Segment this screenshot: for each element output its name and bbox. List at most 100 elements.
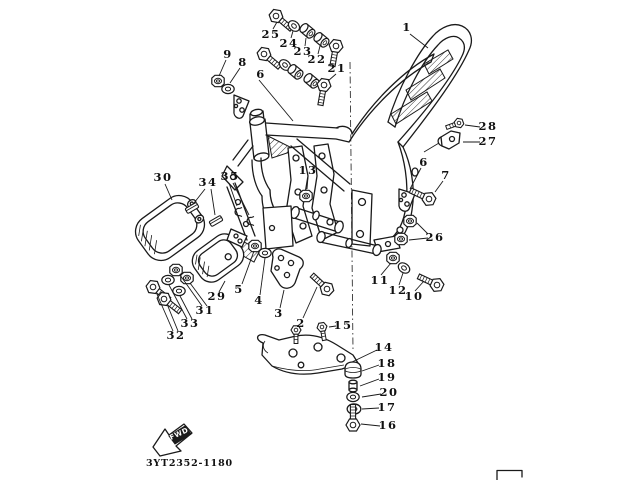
leader-line [241,250,255,285]
part-washer-24 [285,17,303,35]
callout-17: 17 [377,400,396,414]
leader-line [464,124,481,128]
callout-15: 15 [333,318,352,332]
callout-34: 34 [198,175,217,189]
leader-line [155,291,174,332]
page-corner-mark [496,469,523,480]
callout-21: 21 [327,61,346,75]
part-nut-26b [394,232,408,246]
leader-line [414,280,425,292]
part-washer-20 [346,391,360,403]
callout-10: 10 [404,289,423,303]
callout-29: 29 [207,289,226,303]
leader-line [359,378,380,387]
leader-line [361,407,380,410]
leader-line [416,222,429,235]
callout-6: 6 [419,155,429,169]
leader-line [193,188,206,204]
cable-clamp-27 [423,130,461,153]
leader-line [351,349,378,363]
number-plate [262,205,294,250]
leader-line [189,282,208,307]
leader-line [327,73,337,82]
leader-line [409,33,429,49]
leader-line [304,37,307,47]
callout-33: 33 [180,316,199,330]
rack-slat [423,49,454,75]
callout-27: 27 [478,134,497,148]
leader-line [258,79,294,122]
skid-plate-14 [256,325,359,375]
callout-5: 5 [234,282,244,296]
leader-line [232,182,250,216]
part-nut-13 [299,189,313,203]
callout-22: 22 [307,52,326,66]
leader-line [228,182,238,207]
leader-line [272,21,278,30]
leader-line [279,289,285,309]
leader-line [328,325,337,328]
leader-line [306,176,309,190]
leader-line [229,67,241,84]
leader-line [302,286,318,319]
steering-head-and-backbone [248,108,353,162]
damper-stack [344,361,362,432]
callout-13: 13 [298,163,317,177]
part-nut-26a [403,214,417,228]
callout-14: 14 [374,340,393,354]
assembly-centerline [349,61,354,351]
part-clip-35b [246,215,255,227]
rack-slat [405,68,446,101]
part-washer-4 [258,247,272,259]
leader-line [179,274,203,307]
part-washer-33a [161,274,175,286]
callout-16: 16 [378,418,397,432]
fwd-arrow: FWD [152,423,193,457]
part-nut-31a [169,263,183,277]
engine-bracket-left-6 [233,94,250,119]
plate-hole [268,224,276,232]
callout-23: 23 [293,44,312,58]
leader-line [168,284,188,320]
leader-line [434,180,444,193]
leader-line [218,59,227,77]
callout-9: 9 [223,47,233,61]
callout-7: 7 [441,168,451,182]
leader-line [164,183,173,201]
part-washer-8 [221,83,235,95]
leader-line [179,295,193,320]
leader-line [360,423,381,427]
callout-18: 18 [377,356,396,370]
callout-26: 26 [425,230,444,244]
leader-line [166,303,179,332]
rack-slat [390,91,433,125]
leader-line [210,188,216,216]
callout-6: 6 [256,67,266,81]
part-damper-34b [208,214,224,228]
leader-line [259,257,266,296]
rear-rack-loop [348,23,473,148]
leader-line [361,393,382,398]
leader-line [361,364,380,372]
leader-line [380,262,392,276]
callout-19: 19 [377,370,396,384]
leader-line [408,237,429,241]
callout-3: 3 [274,306,284,320]
cover-mount-tab [226,228,248,248]
callout-8: 8 [238,55,248,69]
callout-2: 2 [296,316,306,330]
callout-30: 30 [153,170,172,184]
callout-32: 32 [166,328,185,342]
callout-31: 31 [195,303,214,317]
callout-35: 35 [220,169,239,183]
leader-line [290,30,294,39]
drawing-number: 3YT2352-1180 [146,458,233,469]
part-nut-9 [211,74,225,88]
engine-bracket-lower-3 [270,248,304,289]
callout-24: 24 [279,36,298,50]
callout-4: 4 [254,293,264,307]
callout-20: 20 [379,385,398,399]
engine-bracket-right-6 [398,188,416,212]
